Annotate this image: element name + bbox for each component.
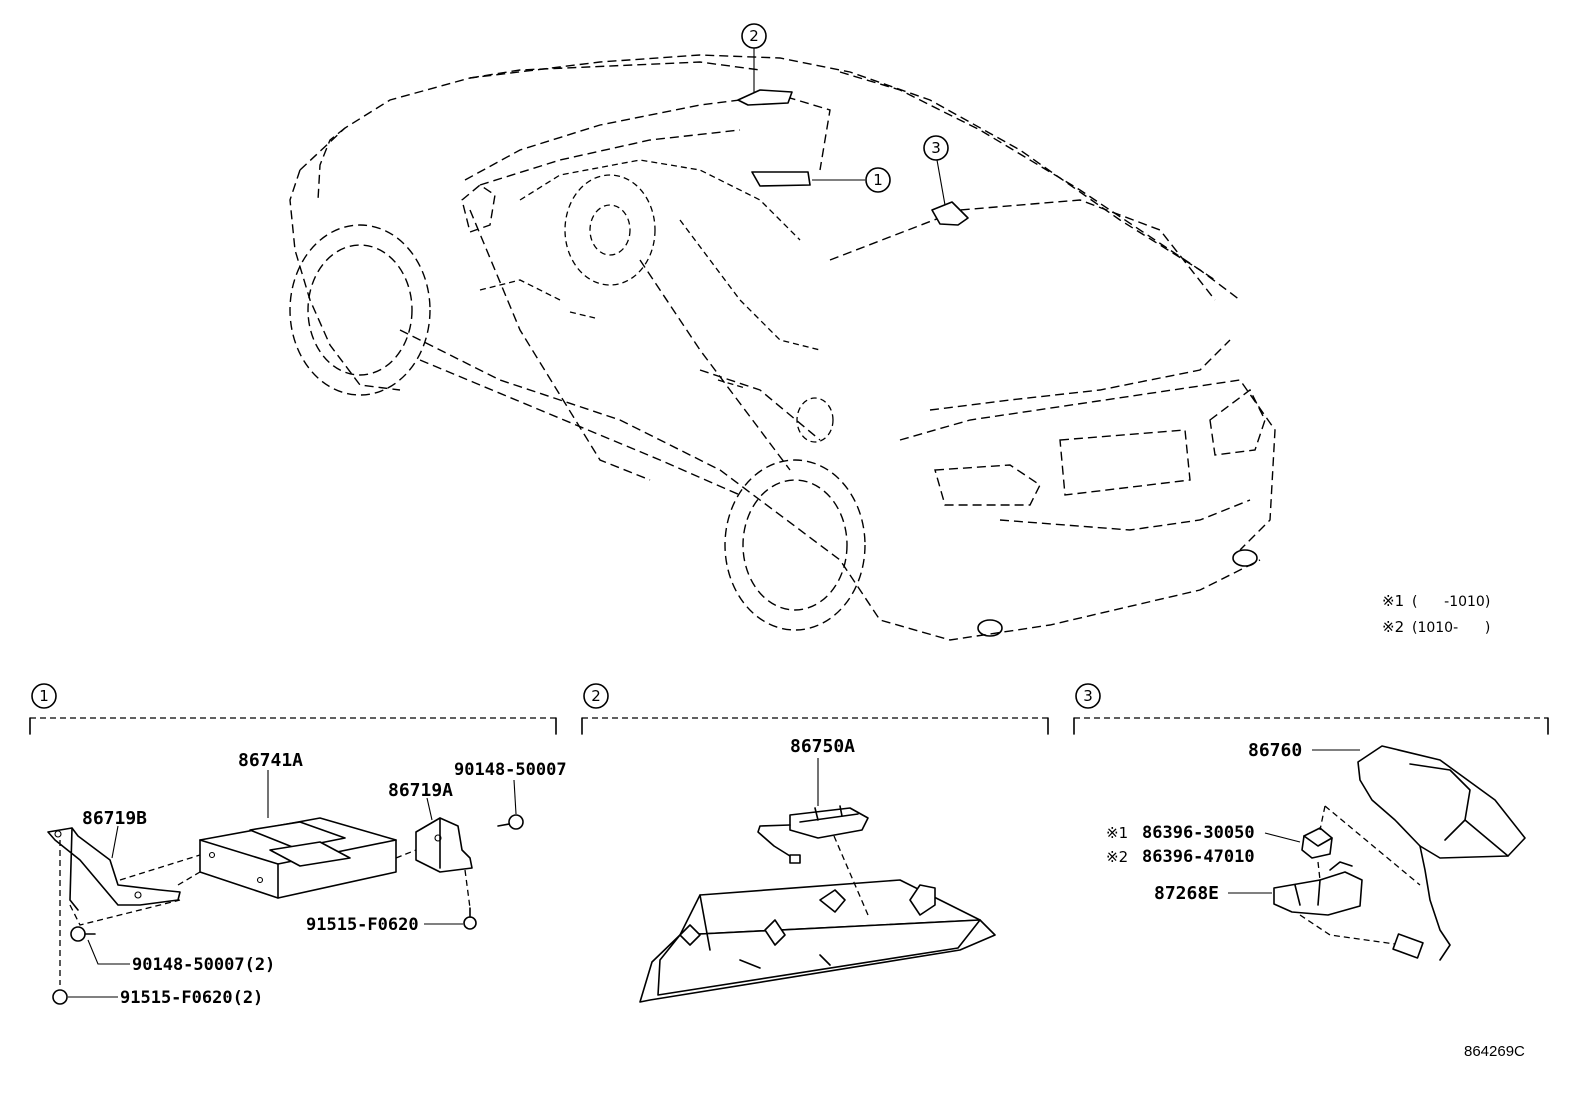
part-label-87268E: 87268E [1154, 883, 1219, 904]
legend-text-1: ( -1010) [1412, 594, 1490, 610]
part-label-86719A: 86719A [388, 780, 453, 801]
car-illustration [289, 48, 1276, 641]
part-label-86719B: 86719B [82, 808, 147, 829]
svg-text:2: 2 [749, 27, 759, 45]
mark-2-label: ※2 [1106, 848, 1128, 866]
part-label-91515-F0620-2: 91515-F0620(2) [120, 988, 263, 1008]
part-label-86396-30050: 86396-30050 [1142, 823, 1255, 843]
legend-text-2: (1010- ) [1412, 620, 1490, 636]
legend: ※1 ( -1010) ※2 (1010- ) [1382, 592, 1490, 636]
section-1-badge [31, 683, 57, 709]
callout-2-top: 2 [741, 23, 767, 49]
callout-1-car: 1 [865, 167, 891, 193]
section-3-badge [1075, 683, 1101, 709]
callout-3-car: 3 [923, 135, 949, 161]
legend-mark-1: ※1 [1382, 592, 1404, 610]
svg-text:3: 3 [931, 139, 941, 157]
bolt-icon [497, 814, 524, 830]
section-2: 2 86750A [581, 683, 1049, 1003]
svg-text:3: 3 [1083, 687, 1093, 705]
svg-text:1: 1 [39, 687, 49, 705]
svg-text:1: 1 [873, 171, 883, 189]
legend-mark-2: ※2 [1382, 618, 1404, 636]
part-label-91515-F0620: 91515-F0620 [306, 915, 419, 935]
section-3: 3 86760 ※1 86396-30050 ※2 86396-47010 87… [1073, 683, 1549, 961]
part-label-86396-47010: 86396-47010 [1142, 847, 1255, 867]
section-1: 1 [29, 683, 567, 1008]
bolt-icon [463, 907, 477, 930]
part-label-86750A: 86750A [790, 736, 855, 757]
bolt-icon [52, 989, 68, 1005]
part-label-86760: 86760 [1248, 740, 1302, 761]
bolt-icon [70, 926, 96, 942]
part-label-90148-50007: 90148-50007 [454, 760, 567, 780]
part-label-86741A: 86741A [238, 750, 303, 771]
section-2-badge [583, 683, 609, 709]
diagram-code: 864269C [1464, 1043, 1525, 1060]
svg-text:2: 2 [591, 687, 601, 705]
part-label-90148-50007-2: 90148-50007(2) [132, 955, 275, 975]
mark-1-label: ※1 [1106, 824, 1128, 842]
